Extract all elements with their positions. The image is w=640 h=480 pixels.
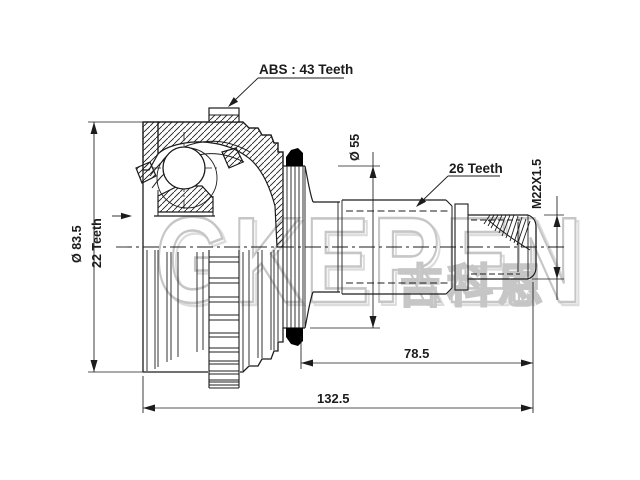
cage-section-left: [135, 161, 157, 184]
watermark-cjk: 吉科恩: [397, 260, 547, 312]
shaft-collar: [454, 203, 469, 291]
inner-spline-label-leader: 22 Teeth: [90, 212, 132, 268]
abs-ring-section-top: [208, 107, 240, 123]
ball-bearing: [162, 146, 206, 190]
thread-helix-hatch: [483, 214, 531, 251]
housing-external-view-lines: [146, 250, 279, 371]
dim-shaft-length-label: 78.5: [404, 346, 429, 361]
threaded-stub: [468, 214, 537, 280]
outer-spline-label: 26 Teeth: [449, 161, 503, 176]
abs-ring-label-leader: ABS : 43 Teeth: [228, 62, 353, 107]
dim-overall-length-label: 132.5: [317, 391, 350, 406]
outer-race-section: [135, 121, 284, 248]
housing-outline: [142, 121, 305, 373]
dim-thread-size: M22X1.5: [530, 159, 564, 300]
abs-tooth-ring-view: [208, 250, 240, 389]
inner-spline-label: 22 Teeth: [90, 218, 104, 268]
drive-shaft-spline: [313, 199, 469, 295]
dim-neck-diameter: Ø 55: [310, 134, 380, 329]
dim-overall-length: 132.5: [142, 376, 533, 413]
abs-ring-label: ABS : 43 Teeth: [259, 62, 353, 77]
boot-groove-neck: [282, 165, 314, 329]
inner-race-bore: [154, 190, 215, 217]
boot-clamp-bottom: [286, 328, 303, 346]
boot-clamp-top: [286, 148, 303, 166]
dim-thread-size-label: M22X1.5: [530, 159, 544, 209]
dim-housing-diameter-label: Ø 83.5: [70, 225, 84, 263]
outer-spline-label-leader: 26 Teeth: [416, 161, 503, 207]
dim-neck-diameter-label: Ø 55: [348, 134, 362, 161]
dim-housing-diameter: Ø 83.5: [70, 121, 143, 373]
dim-shaft-length: 78.5: [300, 282, 534, 413]
